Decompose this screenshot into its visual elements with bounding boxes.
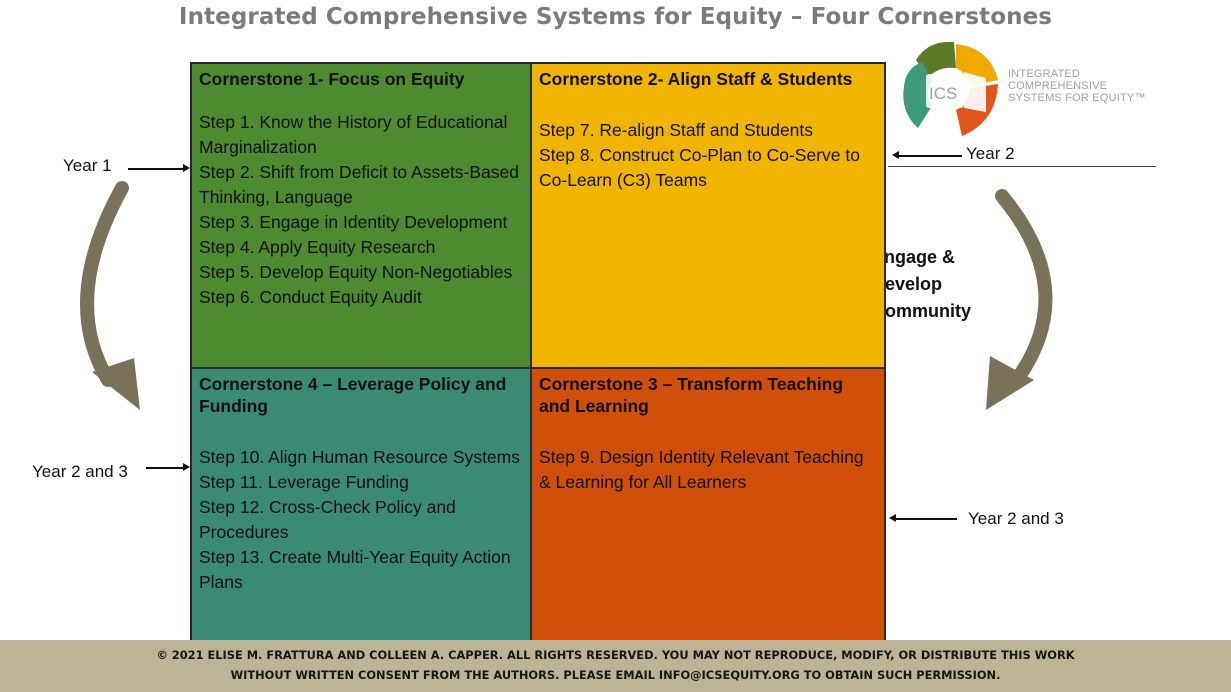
cornerstone-1: Cornerstone 1- Focus on Equity Step 1. K… xyxy=(190,62,532,369)
year-2-3-right-connector xyxy=(895,518,957,520)
cornerstone-4-steps: Step 10. Align Human Resource Systems St… xyxy=(199,445,523,595)
logo-line-2: COMPREHENSIVE xyxy=(1008,80,1108,92)
step-7: Step 7. Re-align Staff and Students xyxy=(539,120,814,140)
logo-line-3: SYSTEMS FOR EQUITY™ xyxy=(1008,92,1146,104)
right-curved-arrow xyxy=(986,189,1053,410)
cornerstone-2-heading: Cornerstone 2- Align Staff & Students xyxy=(539,69,853,89)
step-4: Step 4. Apply Equity Research xyxy=(199,237,436,257)
step-12: Step 12. Cross-Check Policy and Procedur… xyxy=(199,497,456,542)
cornerstone-3-steps: Step 9. Design Identity Relevant Teachin… xyxy=(539,445,877,495)
cornerstone-3-heading: Cornerstone 3 – Transform Teaching and L… xyxy=(539,374,844,416)
year-2-3-left-label: Year 2 and 3 xyxy=(32,462,128,481)
year-2-3-right-arrowhead xyxy=(889,514,896,522)
logo-wordmark: INTEGRATED COMPREHENSIVE SYSTEMS FOR EQU… xyxy=(1008,68,1146,104)
step-2: Step 2. Shift from Deficit to Assets-Bas… xyxy=(199,162,519,207)
year-2-rule xyxy=(888,166,1156,167)
year-2-3-right-label: Year 2 and 3 xyxy=(968,509,1064,528)
year-2-3-left-connector xyxy=(146,467,184,469)
year-1-connector xyxy=(128,168,184,170)
cornerstone-2-steps: Step 7. Re-align Staff and Students Step… xyxy=(539,118,877,193)
page-title: Integrated Comprehensive Systems for Equ… xyxy=(178,4,1053,30)
cornerstone-4: Cornerstone 4 – Leverage Policy and Fund… xyxy=(190,367,532,652)
year-2-connector xyxy=(898,155,962,157)
copyright-line-2: WITHOUT WRITTEN CONSENT FROM THE AUTHORS… xyxy=(230,668,1001,682)
step-6: Step 6. Conduct Equity Audit xyxy=(199,287,422,307)
step-11: Step 11. Leverage Funding xyxy=(199,472,409,492)
step-8: Step 8. Construct Co-Plan to Co-Serve to… xyxy=(539,145,860,190)
year-2-label: Year 2 xyxy=(966,144,1015,163)
year-2-arrowhead xyxy=(892,151,899,159)
copyright-footer: © 2021 ELISE M. FRATTURA AND COLLEEN A. … xyxy=(0,640,1231,692)
cornerstone-1-heading: Cornerstone 1- Focus on Equity xyxy=(199,69,465,89)
step-3: Step 3. Engage in Identity Development xyxy=(199,212,508,232)
ics-logo: ICS INTEGRATED COMPREHENSIVE SYSTEMS FOR… xyxy=(898,38,1218,142)
logo-abbr: ICS xyxy=(929,84,957,103)
year-1-label: Year 1 xyxy=(63,156,112,175)
engage-community-label: Engage & Develop Community xyxy=(872,244,971,325)
cornerstone-1-steps: Step 1. Know the History of Educational … xyxy=(199,110,523,310)
step-1: Step 1. Know the History of Educational … xyxy=(199,112,508,157)
step-5: Step 5. Develop Equity Non-Negotiables xyxy=(199,262,513,282)
cornerstone-2: Cornerstone 2- Align Staff & Students St… xyxy=(530,62,886,369)
left-curved-arrow xyxy=(80,181,140,410)
step-10: Step 10. Align Human Resource Systems xyxy=(199,447,520,467)
cornerstone-4-heading: Cornerstone 4 – Leverage Policy and Fund… xyxy=(199,374,507,416)
copyright-line-1: © 2021 ELISE M. FRATTURA AND COLLEEN A. … xyxy=(156,648,1075,662)
cornerstone-3: Cornerstone 3 – Transform Teaching and L… xyxy=(530,367,886,652)
community-line-2: Develop xyxy=(872,274,943,294)
step-13: Step 13. Create Multi-Year Equity Action… xyxy=(199,547,511,592)
community-line-1: Engage & xyxy=(872,247,956,267)
step-9: Step 9. Design Identity Relevant Teachin… xyxy=(539,447,864,492)
cornerstone-grid: Cornerstone 1- Focus on Equity Step 1. K… xyxy=(190,62,886,652)
year-2-3-left-arrowhead xyxy=(183,463,190,471)
ics-logo-mark: ICS xyxy=(903,41,998,136)
community-line-3: Community xyxy=(872,301,971,321)
logo-line-1: INTEGRATED xyxy=(1008,68,1081,80)
year-1-arrowhead xyxy=(183,164,190,172)
